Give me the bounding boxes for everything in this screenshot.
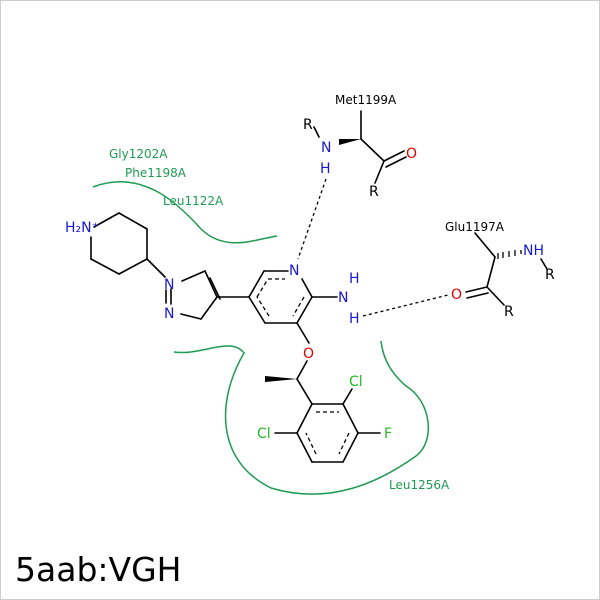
bond (385, 156, 407, 168)
hydrophobic-contours (92, 181, 430, 495)
residue-met1199a: Met1199A (335, 93, 397, 107)
bond (301, 278, 313, 298)
residue-gly1202a: Gly1202A (109, 147, 168, 161)
bond (296, 360, 308, 380)
bond (540, 258, 548, 270)
aromatic-bond (338, 432, 350, 455)
bond (474, 232, 496, 258)
aromatic-bond (256, 296, 270, 317)
aromatic-bonds (256, 278, 350, 455)
bond (248, 270, 265, 298)
residue-leu1256a: Leu1256A (389, 478, 450, 492)
atom-labels: H₂N⁺ N N N N H H O Cl Cl F (65, 220, 392, 442)
hydrogen-bonds (297, 178, 449, 317)
met-o-label: O (406, 146, 417, 162)
structure-id-label: 5aab:VGH (15, 550, 182, 589)
glu-r-c-label: R (504, 304, 514, 320)
amine-h-bottom-label: H (349, 311, 360, 327)
hashed-stereo-bond (497, 250, 522, 259)
pyrazole-n1-label: N (164, 277, 174, 293)
bond (486, 256, 496, 288)
bond (342, 403, 359, 434)
fluoro-label: F (384, 426, 392, 442)
glu-o-label: O (451, 287, 462, 303)
bond (296, 432, 313, 463)
met-r-n-label: R (303, 117, 313, 133)
bond (204, 270, 218, 298)
met-r-c-label: R (369, 184, 379, 200)
met-h-label: H (320, 161, 331, 177)
chloro-top-label: Cl (349, 374, 363, 390)
residue-leu1122a: Leu1122A (163, 194, 224, 208)
glu-r-n-label: R (545, 267, 555, 283)
bond (313, 126, 320, 138)
bond (465, 286, 488, 293)
pyrazole-n2-label: N (164, 306, 174, 322)
bond (209, 277, 221, 300)
amine-n-label: N (338, 290, 348, 306)
wedge-bond (265, 376, 297, 382)
bond (118, 212, 148, 230)
bond (248, 296, 266, 324)
residue-atom-labels: R N H O R NH R O R (303, 117, 555, 320)
residue-glu1197a: Glu1197A (445, 220, 505, 234)
bond (146, 258, 166, 278)
aromatic-bond (256, 278, 269, 298)
bond (296, 296, 313, 324)
bond (181, 270, 206, 282)
h-bond-glu1197 (362, 294, 449, 317)
bond (342, 432, 359, 463)
residue-phe1198a: Phe1198A (125, 166, 187, 180)
stereo-bonds (265, 139, 361, 382)
bond (360, 138, 385, 162)
bond (90, 258, 120, 275)
upper-hydrophobic-arc (92, 181, 278, 244)
bond (296, 403, 313, 434)
chloro-left-label: Cl (257, 426, 271, 442)
pyridine-n-label: N (289, 263, 299, 279)
ammonium-label: H₂N⁺ (65, 220, 99, 236)
aromatic-bond (292, 296, 305, 317)
bond (180, 313, 202, 320)
met-n-label: N (321, 140, 331, 156)
bond (118, 258, 148, 275)
wedge-bond (339, 139, 361, 145)
bond (200, 296, 218, 320)
glu-nh-label: NH (523, 243, 544, 259)
ether-o-label: O (303, 346, 314, 362)
bond (466, 292, 489, 299)
residue-labels: Met1199A Glu1197A Gly1202A Phe1198A Leu1… (109, 93, 505, 492)
bond (383, 150, 405, 162)
lower-hydrophobic-arc (173, 340, 430, 495)
covalent-bonds (90, 110, 548, 463)
bond (374, 160, 385, 184)
amine-h-top-label: H (349, 271, 360, 287)
bond (93, 212, 120, 228)
bond (296, 322, 310, 344)
bond (296, 378, 313, 405)
bond (342, 388, 353, 405)
aromatic-bond (305, 432, 317, 455)
h-bond-met1199 (297, 178, 327, 260)
bond (486, 286, 505, 306)
